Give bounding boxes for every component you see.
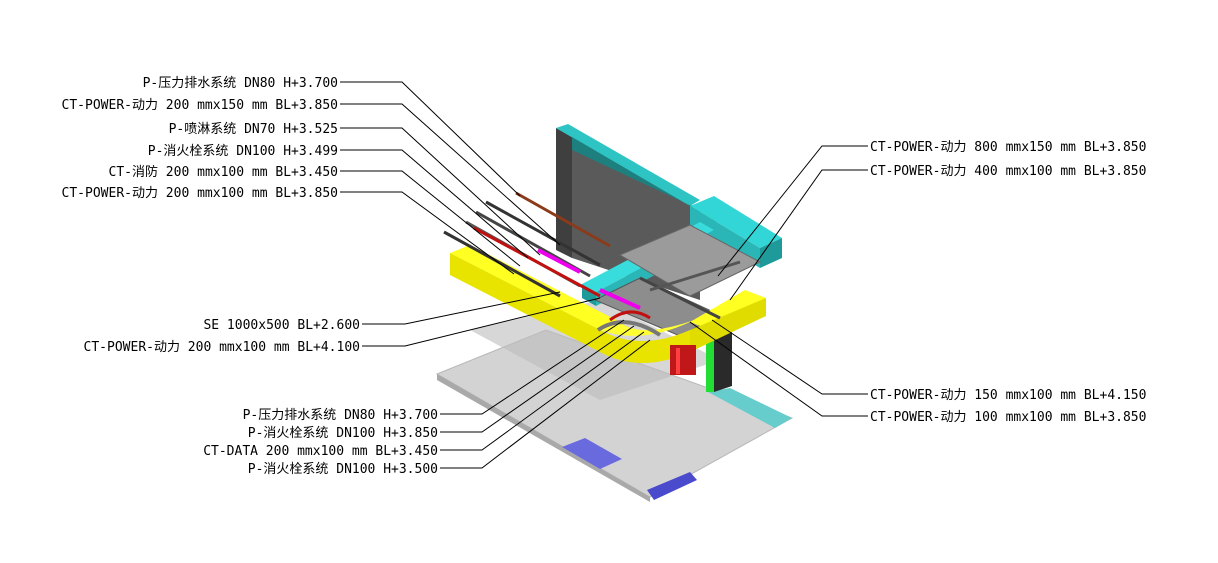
leader-b2: [440, 325, 635, 433]
annotation-labels: P-压力排水系统 DN80 H+3.700 CT-POWER-动力 200 mm…: [62, 76, 1147, 477]
duct-yellow-right-front: [690, 298, 766, 352]
model-3d: [435, 124, 794, 502]
cyan-beam-right-side: [760, 238, 782, 268]
leader-r2: [729, 169, 868, 301]
label-b4: P-消火栓系统 DN100 H+3.500: [248, 462, 438, 477]
floor-blue-patch-left: [562, 438, 622, 469]
leader-b1: [440, 319, 625, 415]
leader-lines: [340, 81, 868, 469]
duct-yellow-bend: [600, 330, 690, 363]
back-wall: [556, 128, 572, 258]
pipe-dark-4: [443, 230, 561, 298]
cable-tray-large: [618, 224, 762, 297]
pipe-bundle: [443, 191, 741, 337]
label-r4: CT-POWER-动力 100 mmx100 mm BL+3.850: [870, 410, 1146, 425]
pipe-magenta-2: [599, 288, 641, 310]
label-l5: CT-消防 200 mmx100 mm BL+3.450: [109, 164, 339, 180]
leader-l3: [340, 127, 541, 256]
pipe-red-bend: [609, 310, 651, 322]
label-l2: CT-POWER-动力 200 mmx150 mm BL+3.850: [62, 98, 338, 113]
pipe-magenta-1: [537, 248, 581, 274]
leader-m1: [362, 291, 561, 325]
pipe-gray-bend: [596, 320, 662, 337]
red-pipe-cluster: [670, 345, 696, 375]
leader-l6: [340, 191, 515, 275]
pipe-dark-5: [639, 276, 721, 320]
label-l4: P-消火栓系统 DN100 H+3.499: [148, 144, 338, 159]
label-r3: CT-POWER-动力 150 mmx100 mm BL+4.150: [870, 388, 1146, 403]
leader-r3: [711, 319, 868, 395]
floor-blue-patch-right: [647, 472, 697, 500]
label-l1: P-压力排水系统 DN80 H+3.700: [143, 76, 338, 91]
back-wall-top: [556, 124, 700, 206]
label-b2: P-消火栓系统 DN100 H+3.850: [248, 426, 438, 441]
label-l3: P-喷淋系统 DN70 H+3.525: [169, 122, 338, 137]
cyan-beam-right-top: [690, 196, 782, 248]
pipe-brown: [515, 191, 611, 248]
leader-r1: [717, 145, 868, 277]
label-b3: CT-DATA 200 mmx100 mm BL+3.450: [203, 444, 438, 459]
red-pipe-cluster-shade: [676, 348, 680, 374]
leader-b3: [440, 331, 645, 451]
leader-l5: [340, 170, 521, 267]
duct-yellow-right-top: [690, 290, 766, 330]
leader-l1: [340, 81, 521, 197]
floor-shadow: [470, 300, 720, 400]
leader-l4: [340, 149, 529, 259]
label-m1: SE 1000x500 BL+2.600: [203, 318, 360, 333]
duct-yellow-top: [450, 245, 620, 330]
pipe-dark-1: [485, 200, 601, 267]
label-b1: P-压力排水系统 DN80 H+3.700: [243, 408, 438, 423]
floor-cyan-strip: [708, 388, 792, 428]
label-l6: CT-POWER-动力 200 mmx100 mm BL+3.850: [62, 186, 338, 201]
label-r1: CT-POWER-动力 800 mmx150 mm BL+3.850: [870, 140, 1146, 155]
leader-m2: [362, 297, 601, 347]
label-m2: CT-POWER-动力 200 mmx100 mm BL+4.100: [84, 340, 360, 355]
duct-yellow-front: [450, 253, 600, 352]
label-r2: CT-POWER-动力 400 mmx100 mm BL+3.850: [870, 164, 1146, 179]
floor-slab-edge: [437, 374, 650, 502]
leader-l2: [340, 103, 561, 246]
leader-b4: [440, 339, 651, 469]
duct-yellow-bend-top: [600, 318, 700, 336]
pipe-red-1: [473, 226, 601, 298]
leader-r4: [689, 321, 868, 417]
